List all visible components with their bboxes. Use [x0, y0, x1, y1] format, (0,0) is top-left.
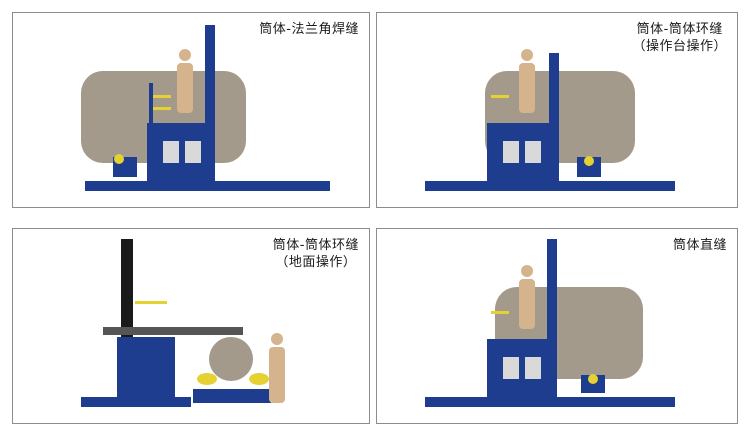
- control-panel-screen: [525, 141, 541, 163]
- control-panel-screen: [503, 141, 519, 163]
- operator-figure-head: [521, 265, 533, 277]
- roller-wheel: [197, 373, 217, 385]
- caption-line-1: 筒体-筒体环缝: [272, 238, 359, 253]
- panel-circumferential-weld-platform: 筒体-筒体环缝 （操作台操作）: [376, 12, 738, 208]
- control-panel-screen: [525, 357, 541, 379]
- control-cabinet: [117, 337, 175, 397]
- operator-figure-body: [269, 347, 285, 403]
- caption-line-1: 筒体直缝: [672, 238, 727, 253]
- operator-figure-body: [519, 63, 535, 113]
- roller-wheel: [584, 156, 594, 166]
- operator-figure-head: [271, 333, 283, 345]
- manipulator-column: [549, 53, 559, 183]
- panel-caption: 筒体-筒体环缝 （地面操作）: [273, 237, 359, 271]
- caption-line-1: 筒体-法兰角焊缝: [259, 22, 359, 37]
- control-panel-screen: [163, 141, 179, 163]
- ladder-rung: [491, 311, 509, 314]
- vessel-shell: [209, 337, 253, 381]
- manipulator-column: [205, 25, 215, 185]
- manipulator-column: [547, 239, 557, 399]
- roller-bed: [577, 157, 601, 177]
- base-rail: [425, 397, 675, 407]
- panel-longitudinal-weld: 筒体直缝: [376, 228, 738, 424]
- roller-bed: [193, 389, 271, 403]
- welding-scene-illustration: [81, 25, 330, 191]
- base-rail: [81, 397, 191, 407]
- operator-figure-head: [179, 49, 191, 61]
- operator-figure-body: [177, 63, 193, 113]
- welding-scene-illustration: [81, 239, 285, 407]
- roller-wheel: [114, 154, 124, 164]
- caption-line-2: （地面操作）: [275, 255, 357, 270]
- control-panel-screen: [185, 141, 201, 163]
- caption-line-2: （操作台操作）: [632, 39, 727, 54]
- base-rail: [425, 181, 675, 191]
- base-rail: [85, 181, 330, 191]
- manipulator-boom: [103, 327, 243, 335]
- ladder-rung: [153, 107, 171, 110]
- ladder-rung: [491, 95, 509, 98]
- control-panel-screen: [503, 357, 519, 379]
- panel-circumferential-weld-ground: 筒体-筒体环缝 （地面操作）: [12, 228, 370, 424]
- roller-wheel: [249, 373, 269, 385]
- panel-caption: 筒体-筒体环缝 （操作台操作）: [632, 21, 727, 55]
- operator-figure-head: [521, 49, 533, 61]
- ladder-rung: [135, 301, 167, 304]
- roller-wheel: [588, 374, 598, 384]
- panel-caption: 筒体-法兰角焊缝: [259, 21, 359, 38]
- caption-line-1: 筒体-筒体环缝: [636, 22, 723, 37]
- ladder-rung: [153, 95, 171, 98]
- panel-caption: 筒体直缝: [673, 237, 727, 254]
- welding-scene-illustration: [425, 239, 675, 407]
- welding-scene-illustration: [425, 49, 675, 191]
- panel-flange-fillet-weld: 筒体-法兰角焊缝: [12, 12, 370, 208]
- operator-figure-body: [519, 279, 535, 329]
